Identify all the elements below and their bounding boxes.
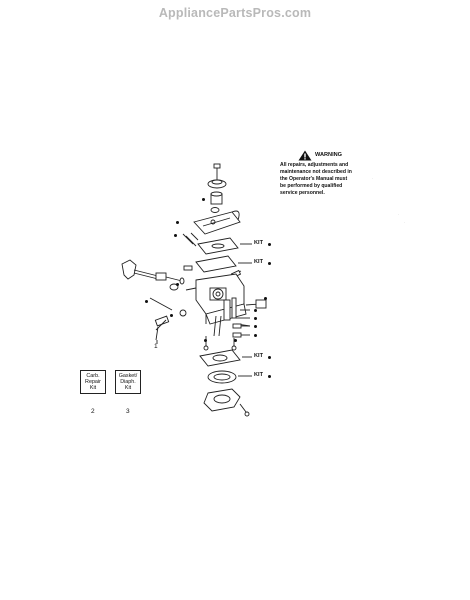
- valve-part[interactable]: [210, 191, 223, 213]
- warning-line: be performed by qualified: [280, 183, 343, 190]
- top-screw-part[interactable]: [207, 163, 227, 189]
- warning-title: WARNING: [315, 152, 343, 159]
- warning-title-row: WARNING: [298, 150, 368, 161]
- scan-speck: ·: [398, 212, 400, 217]
- scan-speck: ·: [404, 220, 406, 225]
- kit-label-line: Kit: [89, 385, 97, 392]
- pump-diaphragm[interactable]: [207, 370, 252, 384]
- kit-label-line: Diaph.: [120, 378, 136, 385]
- scan-speck: ·: [372, 176, 374, 181]
- fastener-stack-right[interactable]: [232, 309, 250, 338]
- warning-line: service personnel.: [280, 190, 325, 197]
- diaphragm-upper[interactable]: [195, 255, 252, 279]
- gasket-lower[interactable]: [199, 349, 252, 367]
- kit-callout[interactable]: KIT: [254, 259, 264, 265]
- lower-screws[interactable]: [203, 336, 237, 351]
- top-cover-plate[interactable]: [193, 210, 241, 235]
- warning-line: maintenance not described in: [280, 169, 352, 176]
- callout-dot: [268, 375, 271, 378]
- kit-box-label: Carb. Repair Kit: [85, 373, 101, 392]
- kit-box-label: Gasket/ Diaph. Kit: [119, 373, 138, 392]
- warning-line: All repairs, adjustments and: [280, 162, 349, 168]
- callout-dot: [254, 317, 257, 320]
- callout-dot: [176, 221, 179, 224]
- callout-dot: [254, 325, 257, 328]
- callout-dot: [234, 339, 237, 342]
- kit-label-line: Kit: [124, 385, 132, 392]
- kit-label-line: Carb.: [86, 372, 100, 379]
- callout-dot: [268, 356, 271, 359]
- kit-callout[interactable]: KIT: [254, 240, 264, 246]
- kit-label-line: Gasket/: [118, 372, 138, 379]
- kit-number: 2: [91, 408, 95, 415]
- bottom-cover[interactable]: [203, 388, 250, 417]
- kit-label-line: Repair: [85, 378, 101, 385]
- callout-dot: [204, 339, 207, 342]
- callout-dot: [170, 314, 173, 317]
- callout-dot: [174, 234, 177, 237]
- idle-screw-left[interactable]: [149, 283, 187, 341]
- carburetor-body[interactable]: [185, 273, 247, 337]
- part-number-1[interactable]: 1: [154, 343, 158, 350]
- gasket-diaph-kit-box[interactable]: Gasket/ Diaph. Kit: [115, 370, 141, 394]
- callout-dot: [176, 283, 179, 286]
- kit-number: 3: [126, 408, 130, 415]
- callout-dot: [264, 297, 267, 300]
- screw-set-left[interactable]: [182, 232, 199, 247]
- warning-notice: WARNING All repairs, adjustments and mai…: [280, 150, 368, 196]
- callout-dot: [202, 198, 205, 201]
- kit-callout[interactable]: KIT: [254, 372, 264, 378]
- throttle-lever[interactable]: [121, 259, 185, 285]
- callout-dot: [268, 262, 271, 265]
- warning-triangle-icon: [298, 150, 312, 161]
- callout-dot: [254, 334, 257, 337]
- callout-dot: [145, 300, 148, 303]
- pin-part[interactable]: [183, 265, 193, 271]
- warning-line: the Operator's Manual must: [280, 176, 348, 183]
- site-watermark: AppliancePartsPros.com: [158, 6, 312, 20]
- carb-repair-kit-box[interactable]: Carb. Repair Kit: [80, 370, 106, 394]
- gasket-upper[interactable]: [197, 237, 252, 255]
- callout-dot: [254, 309, 257, 312]
- callout-dot: [268, 243, 271, 246]
- kit-callout[interactable]: KIT: [254, 353, 264, 359]
